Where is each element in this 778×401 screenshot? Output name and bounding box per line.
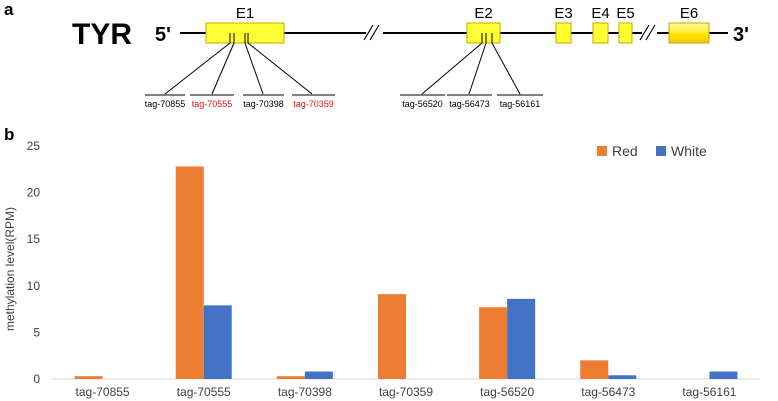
x-tick-label: tag-56520 <box>480 385 534 399</box>
legend-swatch-white <box>656 146 666 156</box>
bar-chart: 0 5 10 15 20 25 tag-70855 tag-70555 tag-70398 tag… <box>27 139 760 399</box>
bar-white-tag-56161 <box>709 371 738 379</box>
legend-swatch-red <box>597 146 607 156</box>
y-tick-label: 25 <box>27 139 41 153</box>
legend: Red White <box>597 143 707 159</box>
bar-red-tag-70855 <box>74 376 103 379</box>
break-mark <box>363 24 380 41</box>
tag-connector-line <box>247 42 313 95</box>
exon-label-e2: E2 <box>474 5 492 22</box>
tag-connector-line <box>211 42 235 95</box>
tag-connector-line <box>491 42 521 95</box>
legend-label-white: White <box>671 143 707 159</box>
bar-red-tag-70555 <box>175 166 204 379</box>
tag-label-tag-56473: tag-56473 <box>449 99 490 109</box>
exon-label-e3: E3 <box>554 5 572 22</box>
y-tick-label: 10 <box>27 279 41 293</box>
bar-white-tag-70555 <box>203 305 232 379</box>
panel-b-label: b <box>4 125 14 144</box>
tag-label-tag-70855: tag-70855 <box>145 99 186 109</box>
exon-box-e2 <box>466 22 501 44</box>
bar-red-tag-56520 <box>479 307 508 379</box>
five-prime-label: 5' <box>155 24 171 46</box>
x-tick-label: tag-70855 <box>76 385 130 399</box>
tag-label-tag-56520: tag-56520 <box>402 99 443 109</box>
x-tick-label: tag-56473 <box>581 385 635 399</box>
exon-box-e3 <box>555 22 572 44</box>
exon-label-e5: E5 <box>616 5 634 22</box>
exon-box-e4 <box>592 22 609 44</box>
tag-label-tag-70359: tag-70359 <box>293 99 334 109</box>
tag-connector-line <box>421 42 483 95</box>
legend-label-red: Red <box>612 143 638 159</box>
exon-label-e6: E6 <box>680 5 698 22</box>
x-tick-label: tag-70359 <box>379 385 433 399</box>
exon-label-e1: E1 <box>236 5 254 22</box>
tag-label-tag-56161: tag-56161 <box>500 99 541 109</box>
bar-red-tag-70398 <box>276 376 305 379</box>
tag-label-tag-70398: tag-70398 <box>243 99 284 109</box>
three-prime-label: 3' <box>733 24 749 46</box>
tag-label-tag-70555: tag-70555 <box>192 99 233 109</box>
panel-b: b methylation level(RPM) 0 5 10 15 20 25 tag-7… <box>3 125 760 399</box>
y-tick-label: 15 <box>27 232 41 246</box>
panel-a-label: a <box>4 0 14 19</box>
x-tick-label: tag-70555 <box>177 385 231 399</box>
bar-red-tag-70359 <box>378 294 406 379</box>
exon-group: E1 E2 E3 E4 E5 E6 <box>205 5 710 44</box>
tag-connector-group <box>145 33 543 96</box>
exon-box-e6 <box>668 22 710 44</box>
y-tick-label: 20 <box>27 186 41 200</box>
y-tick-label: 5 <box>33 325 40 339</box>
tag-label-group: tag-70855 tag-70555 tag-70398 tag-70359 tag-… <box>145 99 541 109</box>
y-tick-label: 0 <box>33 372 40 386</box>
gene-name: TYR <box>72 18 132 51</box>
bar-red-tag-56473 <box>580 360 609 379</box>
bar-white-tag-56520 <box>507 298 536 379</box>
tag-connector-line <box>244 42 264 95</box>
tag-connector-line <box>468 42 487 95</box>
x-tick-label: tag-70398 <box>278 385 332 399</box>
exon-box-e5 <box>618 22 633 44</box>
x-tick-label: tag-56161 <box>682 385 736 399</box>
tag-connector-line <box>164 42 231 95</box>
bar-white-tag-56473 <box>608 375 637 379</box>
bar-white-tag-70398 <box>304 371 333 379</box>
break-mark <box>639 24 656 41</box>
y-axis-title: methylation level(RPM) <box>3 207 17 331</box>
exon-label-e4: E4 <box>591 5 609 22</box>
